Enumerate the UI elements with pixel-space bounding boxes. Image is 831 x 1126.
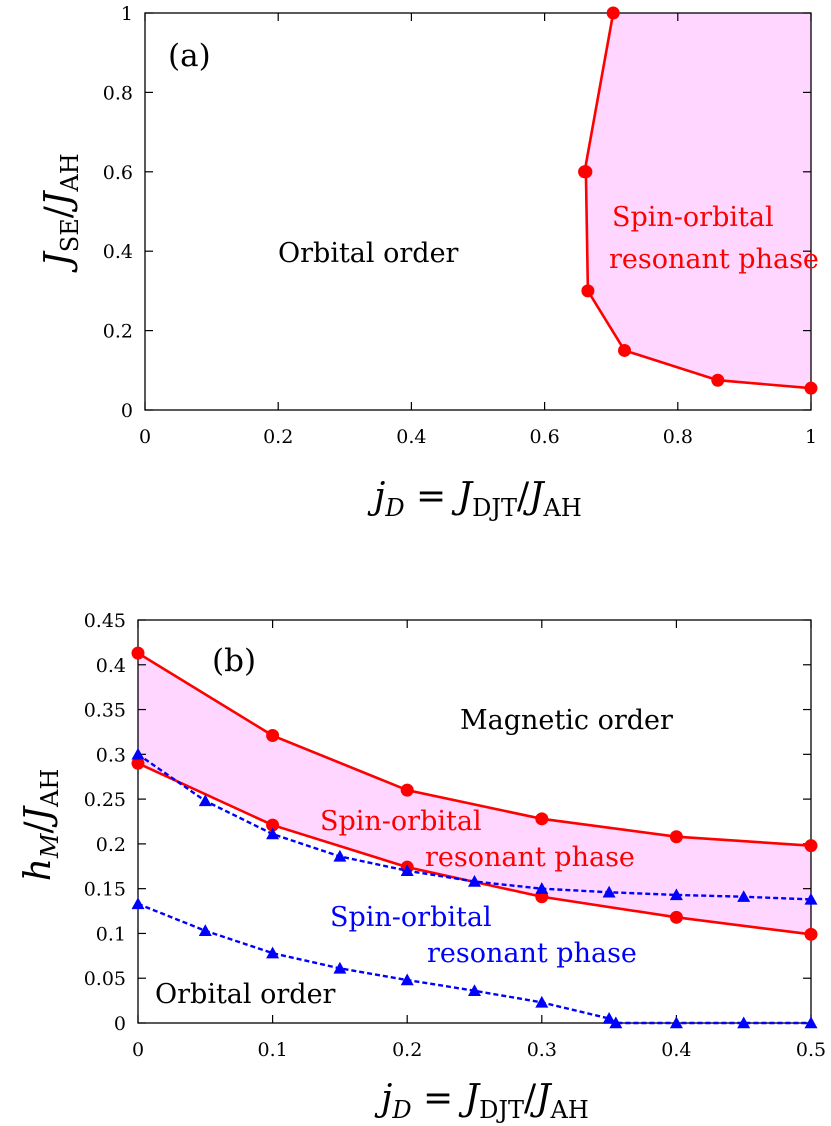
x-tick-label: 0.8 bbox=[663, 426, 693, 448]
panel-a-phase-region bbox=[584, 13, 811, 389]
data-point-triangle bbox=[669, 888, 683, 901]
y-tick-label: 0.15 bbox=[84, 879, 126, 901]
panel-b-label: (b) bbox=[212, 643, 256, 679]
data-point-circle bbox=[804, 927, 818, 941]
panel-b-ticks: 0 0.1 0.2 0.3 0.4 0.5 0 0.05 0.1 0.15 0.2 0.25 0.3 0.… bbox=[84, 610, 826, 1061]
y-tick-label: 0.4 bbox=[103, 241, 133, 263]
y-tick-label: 0.1 bbox=[96, 923, 126, 945]
data-point-triangle bbox=[804, 892, 818, 905]
panel-b-y-axis-label: hM/JAH bbox=[18, 769, 64, 882]
data-point-triangle bbox=[198, 924, 212, 936]
x-tick-label: 0.2 bbox=[263, 426, 293, 448]
panel-b-phase-region bbox=[138, 653, 811, 935]
data-point-triangle bbox=[266, 946, 280, 959]
data-point-circle bbox=[579, 165, 593, 179]
data-point-circle bbox=[606, 6, 620, 20]
x-tick-label: 0 bbox=[139, 426, 151, 448]
data-point-circle bbox=[131, 646, 145, 660]
panel-b: 0 0.1 0.2 0.3 0.4 0.5 0 0.05 0.1 0.15 0.2 0.25 0.3 0.… bbox=[18, 610, 826, 1124]
data-point-triangle bbox=[535, 995, 549, 1008]
panel-b-magnetic-order-label: Magnetic order bbox=[460, 705, 673, 736]
x-tick-label: 0.4 bbox=[661, 1039, 691, 1061]
x-tick-label: 1 bbox=[805, 426, 817, 448]
y-tick-label: 1 bbox=[121, 3, 133, 25]
data-point-circle bbox=[400, 783, 414, 797]
data-point-triangle bbox=[602, 885, 616, 898]
data-point-triangle bbox=[333, 849, 347, 862]
data-point-circle bbox=[535, 812, 549, 826]
panel-a: 0 0.2 0.4 0.6 0.8 1 0 0.2 0.4 0.6 0.8 1 (a) Orbital… bbox=[38, 3, 819, 522]
x-tick-label: 0.1 bbox=[257, 1039, 287, 1061]
data-point-circle bbox=[581, 284, 595, 298]
x-tick-label: 0.5 bbox=[796, 1039, 826, 1061]
data-point-triangle bbox=[468, 984, 481, 996]
panel-a-spin-orbital-label: Spin-orbital bbox=[612, 202, 774, 233]
panel-a-label: (a) bbox=[168, 38, 211, 74]
series-line-red bbox=[137, 652, 812, 847]
panel-a-ticks: 0 0.2 0.4 0.6 0.8 1 0 0.2 0.4 0.6 0.8 1 bbox=[103, 3, 817, 448]
data-point-circle bbox=[711, 373, 725, 387]
data-point-triangle bbox=[737, 890, 751, 902]
y-tick-label: 0.45 bbox=[84, 610, 126, 632]
y-tick-label: 0.2 bbox=[103, 321, 133, 343]
x-tick-label: 0 bbox=[132, 1039, 144, 1061]
panel-b-orbital-order-label: Orbital order bbox=[155, 979, 336, 1010]
y-tick-label: 0 bbox=[114, 1013, 126, 1035]
panel-b-blue-resonant-phase-label: resonant phase bbox=[427, 938, 637, 969]
y-tick-label: 0.2 bbox=[96, 834, 126, 856]
panel-b-x-axis-label: jD = JDJT/JAH bbox=[374, 1078, 589, 1124]
x-tick-label: 0.4 bbox=[396, 426, 426, 448]
series-line-blue bbox=[137, 902, 811, 1025]
data-point-triangle bbox=[468, 875, 481, 887]
panel-b-series bbox=[131, 646, 818, 1029]
data-point-triangle bbox=[669, 1016, 683, 1029]
data-point-triangle bbox=[266, 827, 280, 840]
panel-b-red-spin-orbital-label: Spin-orbital bbox=[320, 806, 482, 837]
data-point-circle bbox=[131, 756, 145, 770]
data-point-triangle bbox=[198, 794, 212, 807]
data-point-triangle bbox=[737, 1016, 751, 1029]
data-point-circle bbox=[618, 343, 632, 357]
data-point-triangle bbox=[131, 897, 145, 910]
x-tick-label: 0.2 bbox=[392, 1039, 422, 1061]
y-tick-label: 0.4 bbox=[96, 655, 126, 677]
x-tick-label: 0.6 bbox=[529, 426, 559, 448]
data-point-circle bbox=[669, 910, 683, 924]
data-point-circle bbox=[804, 839, 818, 853]
panel-a-resonant-phase-label: resonant phase bbox=[609, 244, 819, 275]
data-point-triangle bbox=[804, 1016, 818, 1029]
data-point-triangle bbox=[400, 973, 414, 986]
data-point-triangle bbox=[333, 961, 347, 974]
data-point-circle bbox=[266, 818, 280, 832]
data-point-triangle bbox=[609, 1016, 623, 1029]
data-point-triangle bbox=[131, 747, 145, 760]
y-tick-label: 0.8 bbox=[103, 82, 133, 104]
panel-a-plot-frame bbox=[144, 12, 812, 411]
panel-a-series bbox=[578, 6, 818, 395]
y-tick-label: 0.6 bbox=[103, 162, 133, 184]
y-tick-label: 0.05 bbox=[84, 968, 126, 990]
data-point-triangle bbox=[602, 1012, 616, 1024]
panel-a-x-axis-label: jD = JDJT/JAH bbox=[367, 476, 582, 522]
panel-a-y-axis-label: JSE/JAH bbox=[38, 153, 84, 273]
panel-b-red-resonant-phase-label: resonant phase bbox=[425, 842, 635, 873]
panel-a-orbital-order-label: Orbital order bbox=[278, 238, 459, 269]
data-point-circle bbox=[804, 381, 818, 395]
data-point-triangle bbox=[535, 882, 549, 894]
data-point-circle bbox=[669, 830, 683, 844]
y-tick-label: 0.35 bbox=[84, 700, 126, 722]
panel-b-plot-frame bbox=[137, 619, 812, 1024]
y-tick-label: 0 bbox=[121, 400, 133, 422]
data-point-triangle bbox=[400, 864, 414, 876]
x-tick-label: 0.3 bbox=[527, 1039, 557, 1061]
panel-b-blue-spin-orbital-label: Spin-orbital bbox=[330, 902, 492, 933]
data-point-circle bbox=[266, 729, 280, 743]
y-tick-label: 0.25 bbox=[84, 789, 126, 811]
y-tick-label: 0.3 bbox=[96, 744, 126, 766]
